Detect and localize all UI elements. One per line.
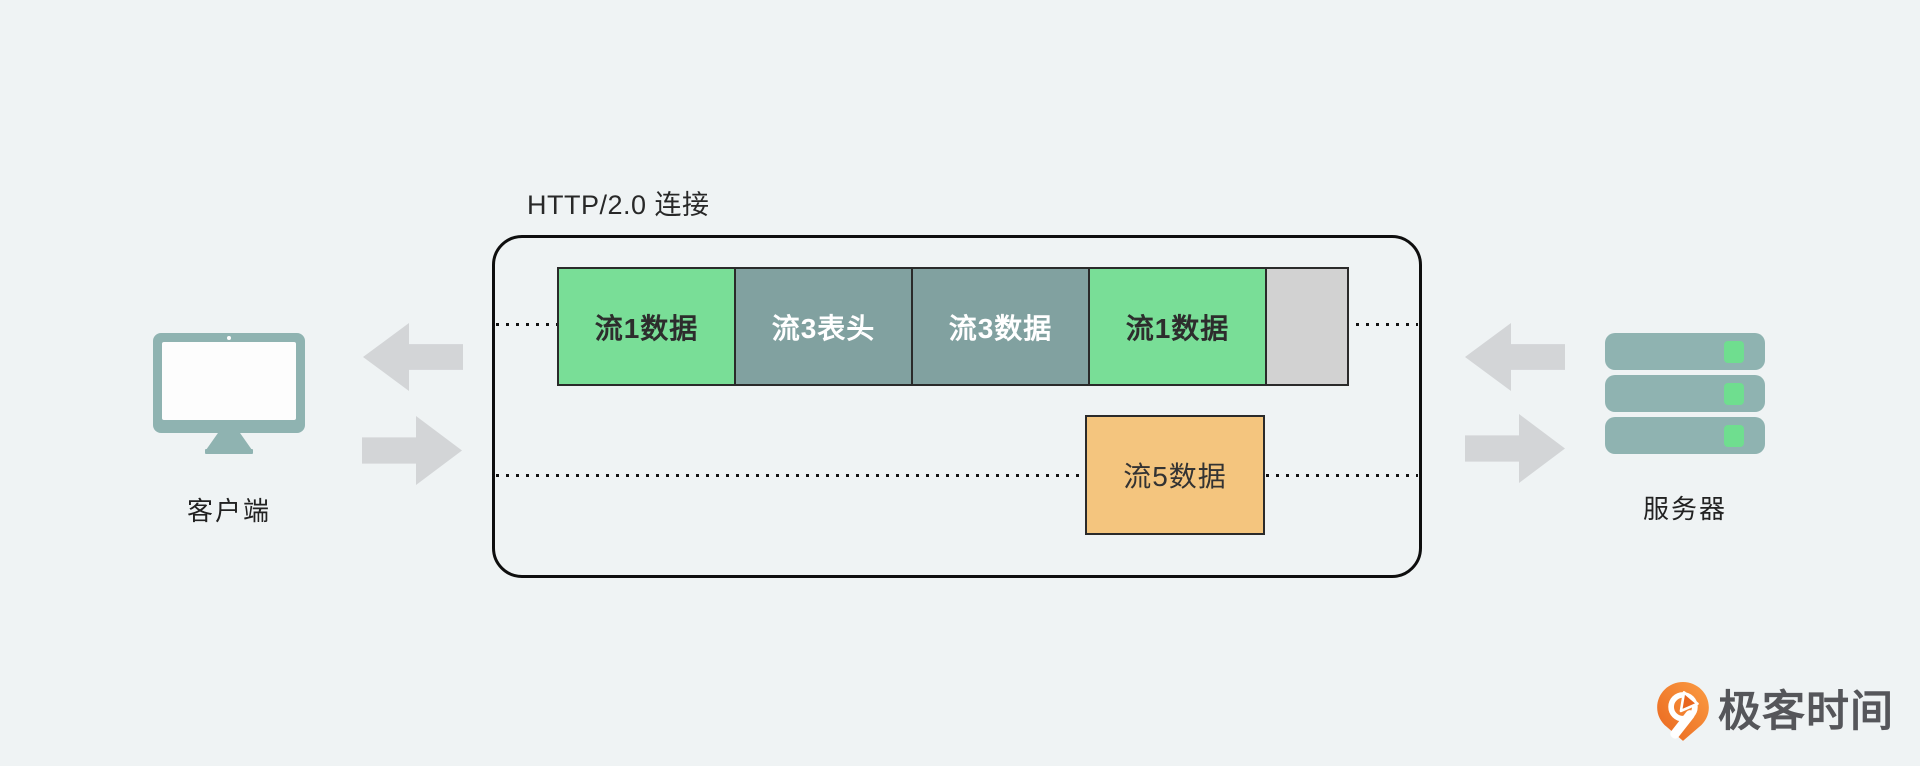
server-led-icon bbox=[1724, 424, 1744, 447]
monitor-icon bbox=[153, 333, 305, 433]
arrow-left-icon bbox=[1465, 323, 1565, 391]
monitor-base bbox=[205, 449, 253, 454]
frame-stream1-data-2: 流1数据 bbox=[1088, 267, 1267, 386]
frame-empty bbox=[1265, 267, 1349, 386]
server-stack-icon bbox=[1605, 417, 1765, 454]
frame-stream3-data: 流3数据 bbox=[911, 267, 1090, 386]
geektime-logo-text: 极客时间 bbox=[1718, 688, 1894, 736]
server-stack-icon bbox=[1605, 333, 1765, 370]
connection-title: HTTP/2.0 连接 bbox=[527, 190, 710, 220]
frame-stream3-headers: 流3表头 bbox=[734, 267, 913, 386]
frames-row: 流1数据 流3表头 流3数据 流1数据 bbox=[557, 267, 1349, 386]
server-label: 服务器 bbox=[1642, 494, 1727, 524]
stream-dotted-line-2 bbox=[496, 474, 1418, 477]
arrow-left-icon bbox=[363, 323, 463, 391]
frame-stream1-data: 流1数据 bbox=[557, 267, 736, 386]
server-led-icon bbox=[1724, 382, 1744, 405]
client-label: 客户端 bbox=[186, 496, 271, 526]
geektime-pin-icon bbox=[1657, 682, 1709, 741]
frame-stream5-data: 流5数据 bbox=[1085, 415, 1265, 535]
http2-connection-box bbox=[492, 235, 1422, 578]
arrow-right-icon bbox=[362, 416, 462, 485]
monitor-stand bbox=[206, 433, 252, 450]
server-stack-icon bbox=[1605, 375, 1765, 412]
server-led-icon bbox=[1724, 340, 1744, 363]
arrow-right-icon bbox=[1465, 414, 1565, 483]
geektime-logo: 极客时间 bbox=[1656, 681, 1894, 743]
monitor-screen bbox=[162, 342, 296, 420]
monitor-camera-dot bbox=[227, 336, 231, 340]
